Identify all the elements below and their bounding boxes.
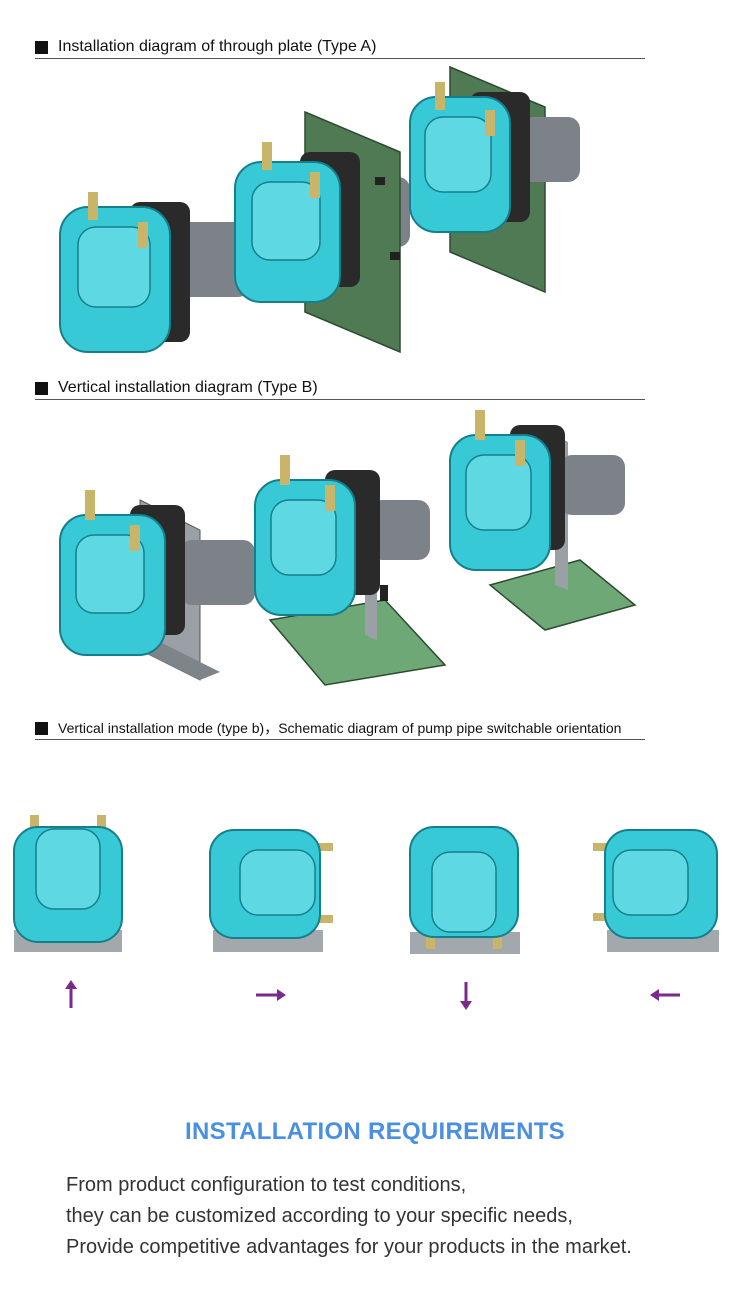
pump-illustration xyxy=(409,65,580,294)
section-divider xyxy=(35,739,645,740)
pump-illustration xyxy=(59,192,250,353)
orientation-pump-left xyxy=(593,825,721,955)
arrow-left-icon xyxy=(650,988,682,1002)
section-title-text: Vertical installation diagram (Type B) xyxy=(58,379,318,396)
vertical-installation-figure xyxy=(40,410,660,695)
arrow-right-icon xyxy=(254,988,286,1002)
section-divider xyxy=(35,399,645,400)
requirements-line: Provide competitive advantages for your … xyxy=(66,1236,632,1258)
through-plate-installation-figure xyxy=(40,62,660,362)
section-title-text: Vertical installation mode (type b)，Sche… xyxy=(58,720,622,736)
pump-illustration xyxy=(59,490,255,681)
pump-illustration xyxy=(254,455,447,686)
pump-illustration xyxy=(234,110,410,354)
section-title-orientation: Vertical installation mode (type b)，Sche… xyxy=(35,716,621,740)
orientation-pump-right xyxy=(205,825,335,955)
square-bullet-icon xyxy=(35,721,48,735)
orientation-pump-down xyxy=(408,822,523,957)
arrow-down-icon xyxy=(459,980,473,1010)
square-bullet-icon xyxy=(35,40,48,54)
orientation-pump-up xyxy=(12,815,127,955)
section-title-text: Installation diagram of through plate (T… xyxy=(58,38,377,55)
arrow-up-icon xyxy=(64,980,78,1010)
square-bullet-icon xyxy=(35,381,48,395)
pump-illustration xyxy=(449,410,637,631)
installation-requirements-heading: INSTALLATION REQUIREMENTS xyxy=(185,1118,565,1145)
requirements-line: they can be customized according to your… xyxy=(66,1205,573,1227)
requirements-line: From product configuration to test condi… xyxy=(66,1174,467,1196)
section-title-type-b: Vertical installation diagram (Type B) xyxy=(35,376,318,400)
section-divider xyxy=(35,58,645,59)
requirements-paragraph: From product configuration to test condi… xyxy=(66,1170,716,1263)
section-title-type-a: Installation diagram of through plate (T… xyxy=(35,35,376,59)
